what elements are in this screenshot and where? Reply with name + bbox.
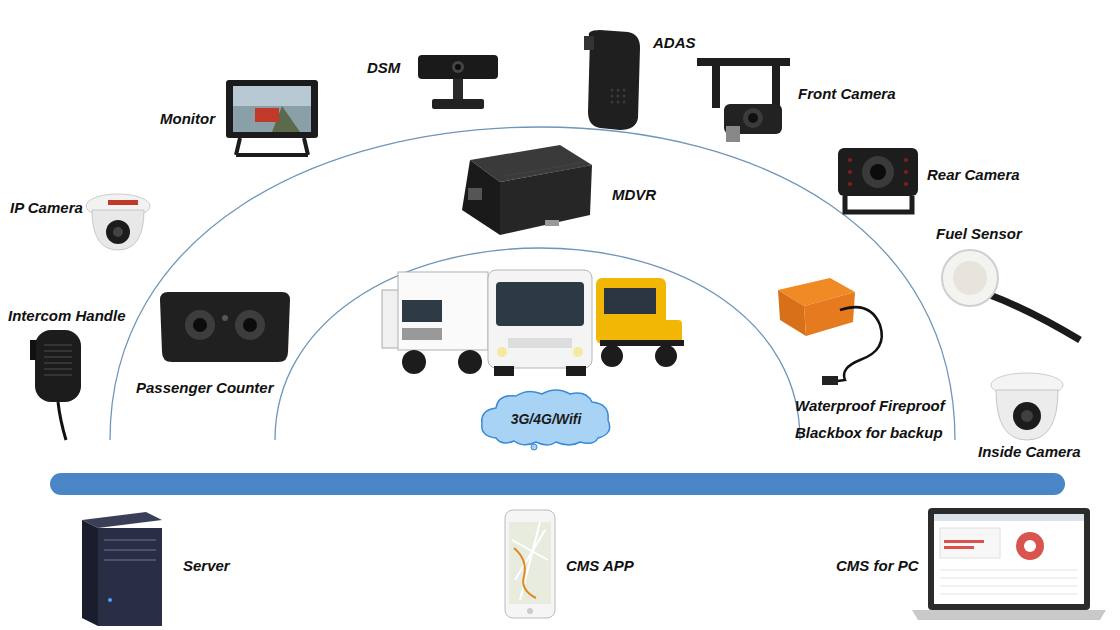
device-label: Waterproof Fireproof Blackbox for backup xyxy=(795,392,955,446)
device-label: DSM xyxy=(367,59,400,77)
server-icon xyxy=(82,512,162,626)
network-label: 3G/4G/Wifi xyxy=(511,411,582,427)
phone-icon xyxy=(505,510,555,618)
bus-icon xyxy=(488,270,592,376)
device-label: IP Camera xyxy=(10,199,83,217)
device-label: ADAS xyxy=(653,34,696,52)
device-label: Server xyxy=(183,557,230,575)
network-bar xyxy=(50,473,1065,495)
device-label: CMS for PC xyxy=(836,557,919,575)
cloud-node: 3G/4G/Wifi xyxy=(476,386,616,452)
school-bus-icon xyxy=(596,278,684,367)
intercom-icon xyxy=(30,330,81,440)
mdvr-icon xyxy=(462,145,592,235)
truck-icon xyxy=(382,272,488,374)
device-label: Passenger Counter xyxy=(136,379,274,397)
laptop-icon xyxy=(912,508,1106,620)
passenger-counter-icon xyxy=(160,292,290,362)
blackbox-icon xyxy=(778,278,882,385)
device-label: MDVR xyxy=(612,186,656,204)
rear-camera-icon xyxy=(838,148,918,212)
device-label: Fuel Sensor xyxy=(936,225,1022,243)
inner-arc xyxy=(275,248,800,440)
fuel-sensor-icon xyxy=(942,250,1080,340)
device-label: Monitor xyxy=(160,110,215,128)
device-label: Rear Camera xyxy=(927,166,1020,184)
ip-camera-icon xyxy=(86,194,150,250)
front-camera-icon xyxy=(697,58,790,142)
monitor-icon xyxy=(226,80,318,155)
device-label: Front Camera xyxy=(798,85,896,103)
device-label: Intercom Handle xyxy=(8,307,126,325)
device-label: CMS APP xyxy=(566,557,634,575)
dsm-icon xyxy=(418,55,498,109)
inside-camera-icon xyxy=(991,373,1063,440)
adas-icon xyxy=(584,30,640,130)
device-label: Inside Camera xyxy=(978,443,1081,461)
cloud-text-wrap: 3G/4G/Wifi xyxy=(476,386,616,452)
